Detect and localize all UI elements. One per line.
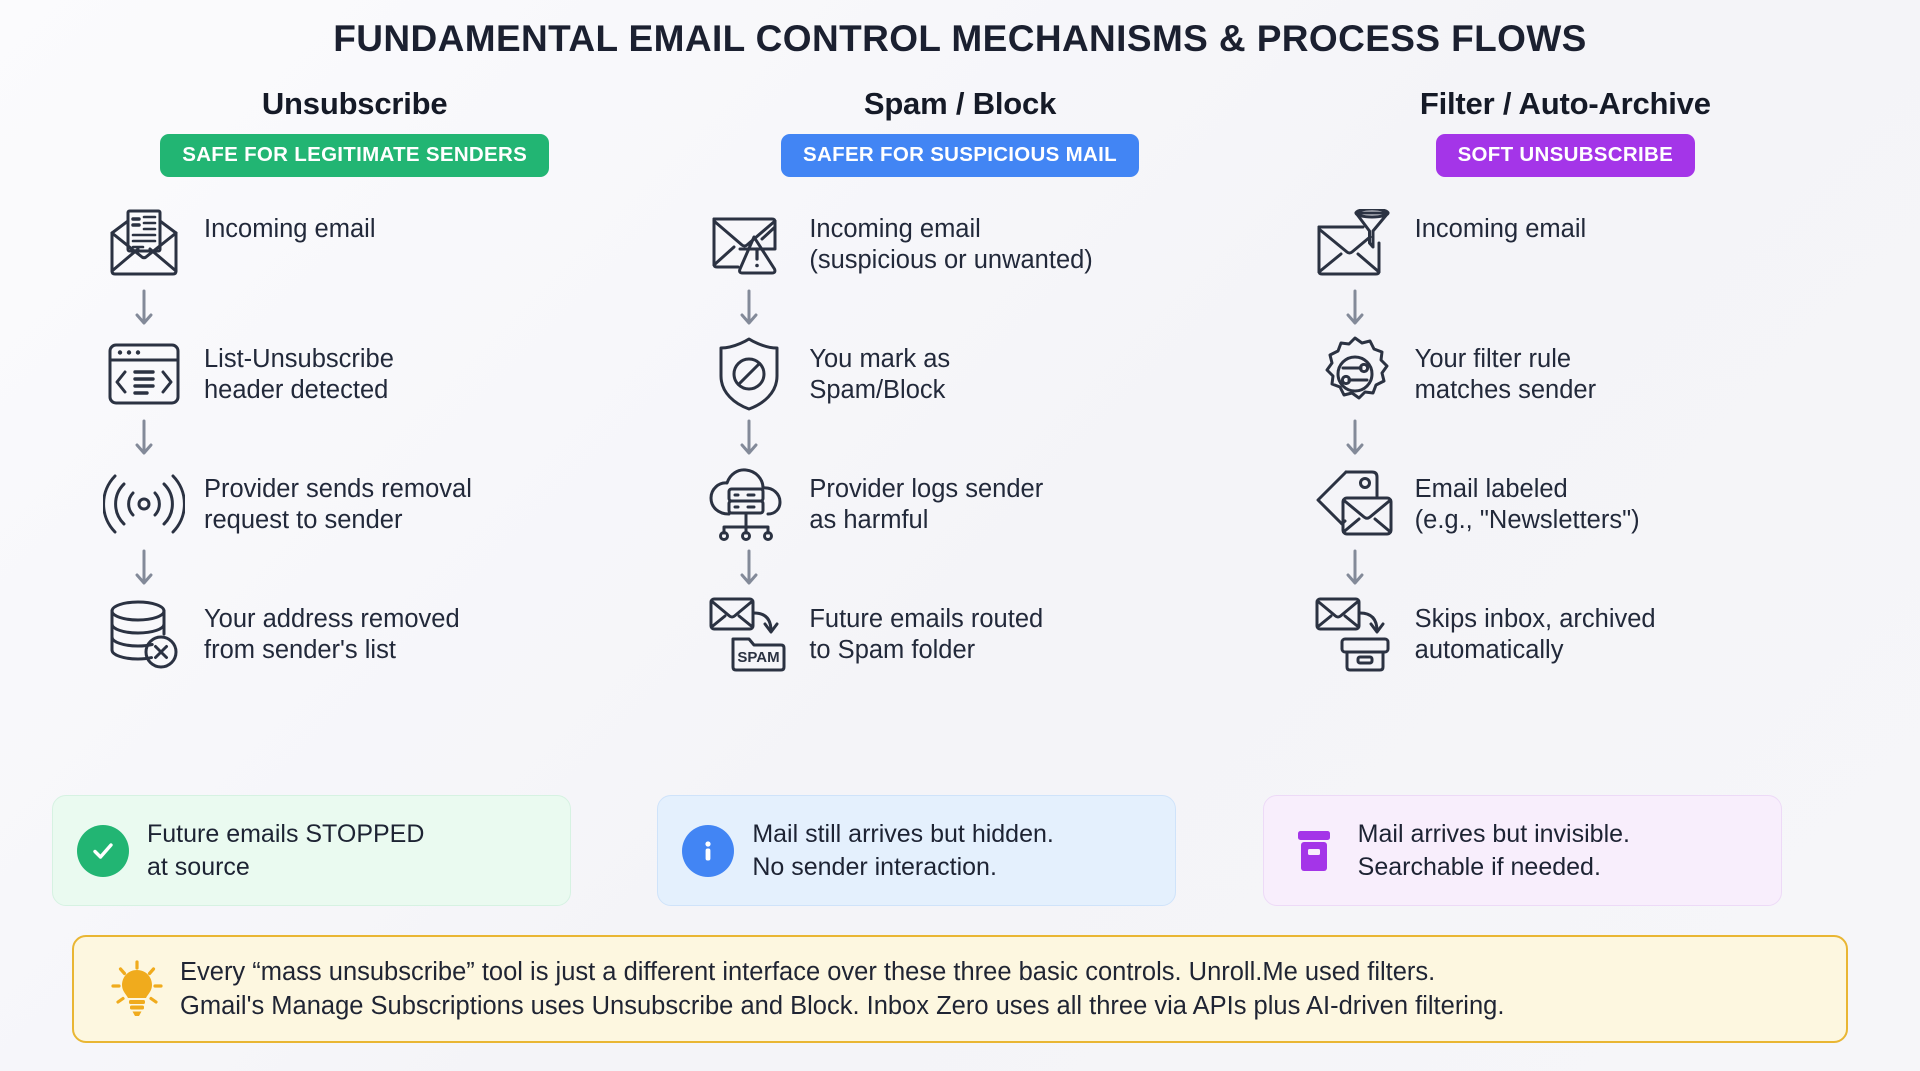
broadcast-signal-icon: [98, 461, 190, 547]
column-filter-auto-archive: Filter / Auto-Archive SOFT UNSUBSCRIBE I…: [1263, 86, 1868, 677]
step-label: Incoming email: [204, 215, 376, 243]
tag-envelope-icon: [1309, 461, 1401, 547]
outcome-label: Future emails STOPPED at source: [147, 820, 425, 881]
step-item: You mark as Spam/Block: [703, 331, 1262, 417]
step-label: Email labeled (e.g., "Newsletters"): [1414, 475, 1640, 535]
step-label: Provider logs sender as harmful: [809, 475, 1044, 535]
badge-soft-unsubscribe: SOFT UNSUBSCRIBE: [1435, 134, 1696, 177]
outcome-label: Mail still arrives but hidden. No sender…: [752, 820, 1054, 881]
archive-box-icon: [1288, 825, 1340, 877]
badge-safe-for-legitimate-senders: SAFE FOR LEGITIMATE SENDERS: [160, 134, 550, 177]
outcome-slot-spam-block: Mail still arrives but hidden. No sender…: [657, 795, 1262, 906]
steps-unsubscribe: Incoming email: [52, 201, 657, 677]
step-label: Incoming email: [1414, 215, 1587, 243]
step-label: You mark as Spam/Block: [809, 345, 951, 405]
step-item: Your address removed from sender's list: [98, 591, 657, 677]
step-label: Provider sends removal request to sender: [204, 475, 472, 535]
database-remove-icon: [98, 591, 190, 677]
outcome-slot-filter-auto-archive: Mail arrives but invisible. Searchable i…: [1262, 795, 1868, 906]
step-item: Your filter rule matches sender: [1309, 331, 1868, 417]
flow-arrow-down-icon: [703, 287, 795, 331]
step-label: Incoming email (suspicious or unwanted): [809, 215, 1093, 275]
lightbulb-icon: [100, 960, 174, 1018]
step-item: Incoming email: [98, 201, 657, 287]
badge-safer-for-suspicious-mail: SAFER FOR SUSPICIOUS MAIL: [781, 134, 1139, 177]
page-title: FUNDAMENTAL EMAIL CONTROL MECHANISMS & P…: [333, 18, 1587, 59]
badge-row-filter-auto-archive: SOFT UNSUBSCRIBE: [1263, 134, 1868, 177]
check-circle-icon: [77, 824, 129, 877]
column-heading-filter-auto-archive: Filter / Auto-Archive: [1419, 86, 1711, 121]
envelope-to-spam-folder-icon: SPAM: [703, 591, 795, 677]
step-label: Your filter rule matches sender: [1414, 345, 1597, 405]
step-item: Incoming email (suspicious or unwanted): [703, 201, 1262, 287]
step-item: Provider sends removal request to sender: [98, 461, 657, 547]
outcome-card-unsubscribe: Future emails STOPPED at source: [52, 795, 571, 906]
column-heading-spam-block: Spam / Block: [863, 86, 1057, 121]
flow-arrow-down-icon: [98, 287, 190, 331]
badge-row-unsubscribe: SAFE FOR LEGITIMATE SENDERS: [52, 134, 657, 177]
shield-block-icon: [703, 331, 795, 417]
flow-arrow-down-icon: [703, 547, 795, 591]
step-item: Skips inbox, archived automatically: [1309, 591, 1868, 677]
cloud-server-icon: [703, 461, 795, 547]
gear-sliders-icon: [1309, 331, 1401, 417]
spam-folder-label: SPAM: [738, 649, 780, 666]
flow-arrow-down-icon: [98, 417, 190, 461]
step-item: SPAM Future emails routed to Spam folder: [703, 591, 1262, 677]
envelope-funnel-icon: [1309, 201, 1401, 287]
flow-arrow-down-icon: [1309, 547, 1401, 591]
step-label: Skips inbox, archived automatically: [1414, 605, 1656, 665]
step-item: Provider logs sender as harmful: [703, 461, 1262, 547]
outcome-card-spam-block: Mail still arrives but hidden. No sender…: [657, 795, 1177, 906]
step-label: Your address removed from sender's list: [204, 605, 460, 665]
outcome-card-filter-auto-archive: Mail arrives but invisible. Searchable i…: [1262, 795, 1782, 906]
flow-arrow-down-icon: [1309, 287, 1401, 331]
info-circle-icon: [682, 824, 735, 877]
step-item: Email labeled (e.g., "Newsletters"): [1309, 461, 1868, 547]
outcome-label: Mail arrives but invisible. Searchable i…: [1357, 820, 1630, 881]
column-spam-block: Spam / Block SAFER FOR SUSPICIOUS MAIL: [657, 86, 1262, 677]
step-label: Future emails routed to Spam folder: [809, 605, 1044, 665]
step-item: List-Unsubscribe header detected: [98, 331, 657, 417]
badge-row-spam-block: SAFER FOR SUSPICIOUS MAIL: [657, 134, 1262, 177]
flow-arrow-down-icon: [98, 547, 190, 591]
steps-spam-block: Incoming email (suspicious or unwanted) …: [657, 201, 1262, 677]
footer-note-text: Every “mass unsubscribe” tool is just a …: [180, 958, 1505, 1021]
column-heading-unsubscribe: Unsubscribe: [261, 86, 448, 121]
outcome-slot-unsubscribe: Future emails STOPPED at source: [52, 795, 657, 906]
column-unsubscribe: Unsubscribe SAFE FOR LEGITIMATE SENDERS: [52, 86, 657, 677]
envelope-warning-icon: [703, 201, 795, 287]
step-label: List-Unsubscribe header detected: [204, 345, 394, 405]
step-item: Incoming email: [1309, 201, 1868, 287]
footer-note: Every “mass unsubscribe” tool is just a …: [72, 935, 1848, 1044]
envelope-to-archive-icon: [1309, 591, 1401, 677]
code-window-icon: [98, 331, 190, 417]
steps-filter-auto-archive: Incoming email Your filter r: [1263, 201, 1868, 677]
flow-arrow-down-icon: [703, 417, 795, 461]
outcomes-container: Future emails STOPPED at source Mail sti…: [0, 795, 1920, 906]
columns-container: Unsubscribe SAFE FOR LEGITIMATE SENDERS: [0, 86, 1920, 677]
newsletter-envelope-icon: [98, 201, 190, 287]
flow-arrow-down-icon: [1309, 417, 1401, 461]
